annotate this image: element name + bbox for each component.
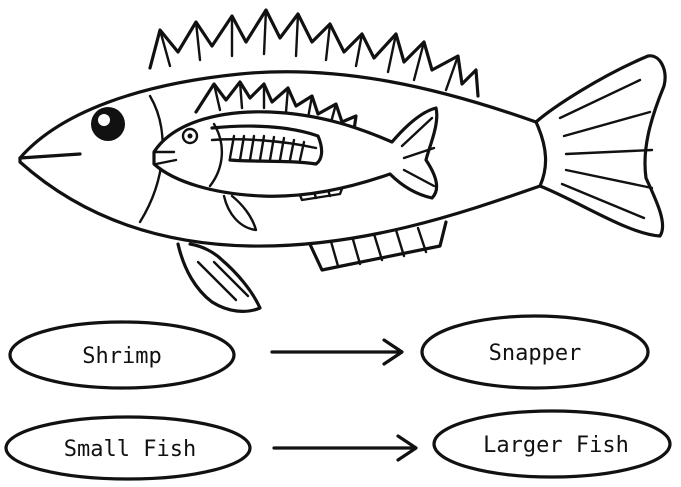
right-arrow-icon (274, 436, 416, 460)
predator-label: Snapper (489, 341, 582, 366)
prey-label: Small Fish (64, 437, 196, 462)
food-chain-row-2: Small Fish Larger Fish (6, 411, 670, 479)
prey-label: Shrimp (82, 344, 161, 369)
predator-label: Larger Fish (483, 433, 629, 458)
food-chain-row-1: Shrimp Snapper (10, 316, 648, 388)
large-fish-eye (91, 107, 125, 141)
large-fish-pelvic-fin (178, 244, 260, 311)
right-arrow-icon (272, 340, 402, 364)
